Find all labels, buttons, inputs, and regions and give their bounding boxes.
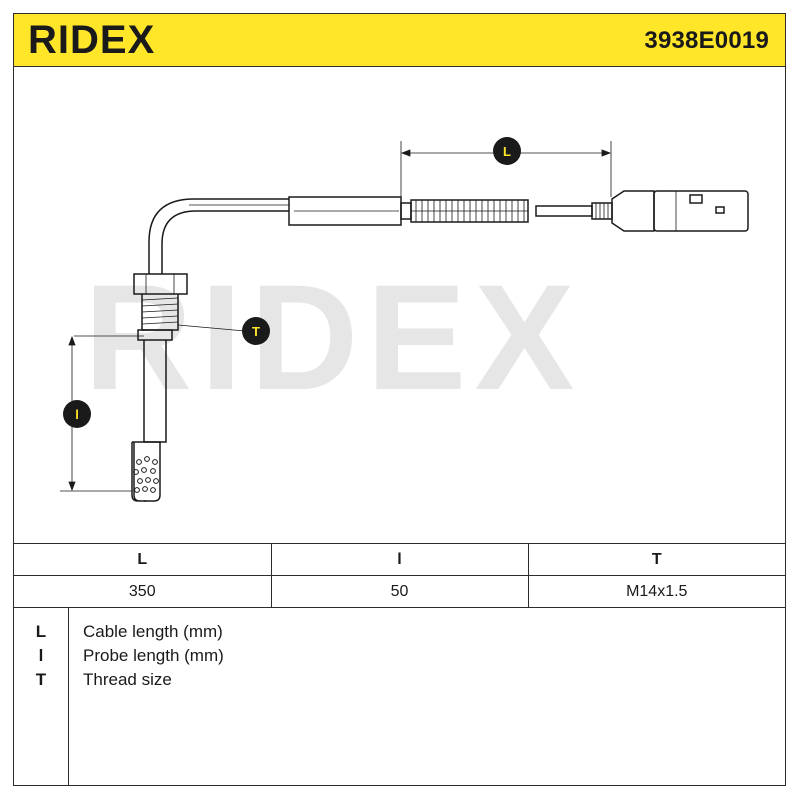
column-header: l [270,543,529,576]
cable-label-badge [493,137,521,165]
value-probe-length: 50 [270,575,529,608]
legend-description: Cable length (mm) [83,622,223,641]
wire [535,205,593,217]
ridex-logo: RIDEX [28,20,155,60]
header-bar: RIDEX 3938E0019 [14,14,785,67]
connector-housing [653,190,749,232]
probe-tip [132,441,161,502]
legend: L Cable length (mm) l Probe length (mm) … [14,607,785,785]
parameter-table: L l T 350 50 M14x1.5 [14,543,785,608]
sensor-diagram: RIDEX [14,67,785,544]
sensor-body [131,190,749,502]
legend-item: L Cable length (mm) [14,620,785,644]
parameter-value-row: 350 50 M14x1.5 [14,575,785,608]
legend-description: Probe length (mm) [83,646,224,665]
drawing-frame: RIDEX 3938E0019 RIDEX [13,13,786,786]
thread-label: T [252,324,260,339]
legend-description: Thread size [83,670,172,689]
value-cable-length: 350 [14,575,272,608]
legend-symbol: L [35,622,47,641]
tube-inner [161,210,289,274]
legend-symbol: l [38,646,44,665]
legend-item: T Thread size [14,668,785,692]
brand-wordmark: RIDEX [28,20,155,60]
thread-label-badge [242,317,270,345]
corrugated-hose [410,199,529,223]
watermark-text: RIDEX [84,253,582,421]
probe-holes [133,456,159,493]
cable-label: L [503,144,511,159]
sleeve-ring [400,202,412,220]
value-thread-size: M14x1.5 [527,575,785,608]
sensor-drawing: RIDEX [60,137,749,502]
hex-nut [133,273,188,295]
tube-outer [148,198,289,274]
column-header: L [14,543,272,576]
legend-divider [68,607,69,785]
thread-leader [177,324,246,332]
probe-label: l [75,407,79,422]
connector-collar [611,190,655,232]
column-header: T [527,543,785,576]
parameter-header-row: L l T [14,543,785,576]
legend-item: l Probe length (mm) [14,644,785,668]
legend-symbol: T [35,670,47,689]
probe-label-badge [63,400,91,428]
part-number: 3938E0019 [644,27,769,54]
